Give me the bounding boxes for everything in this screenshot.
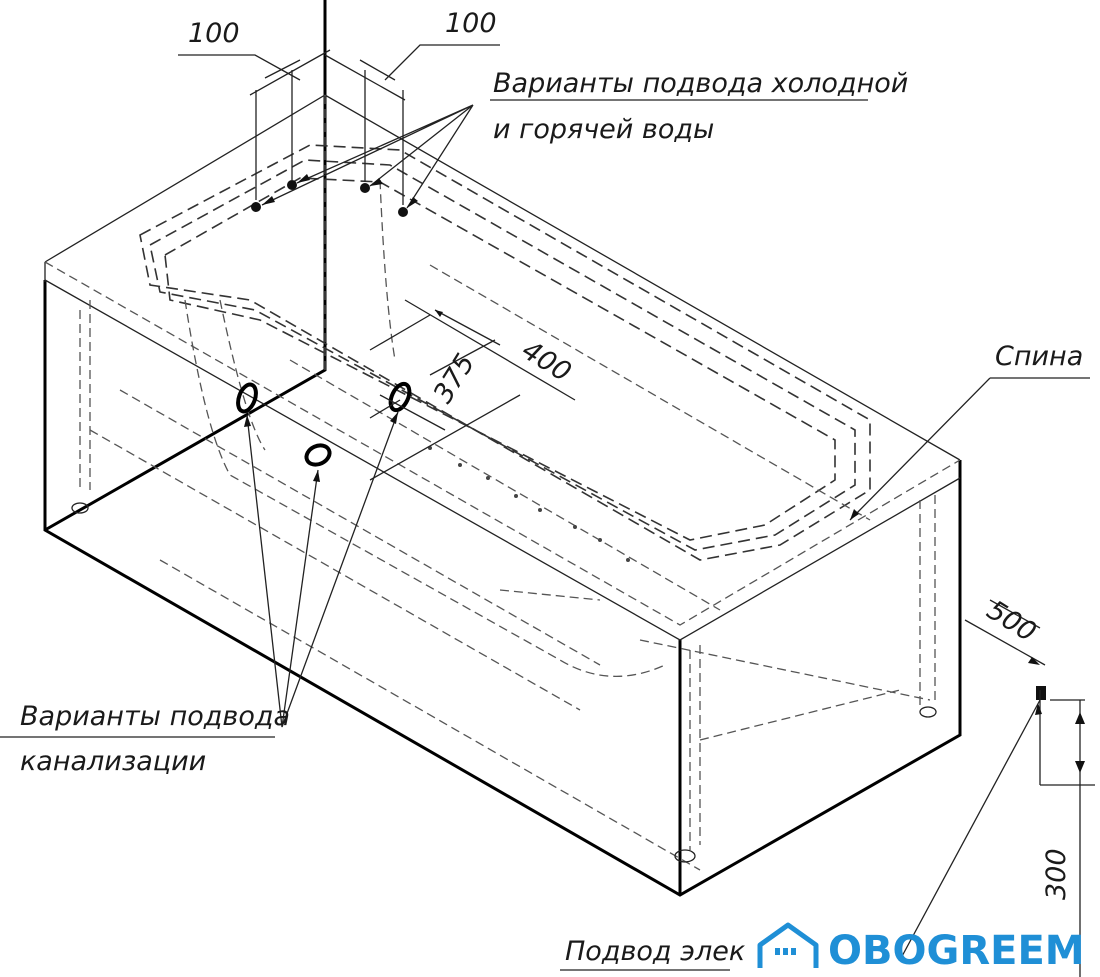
drain-label-line2: канализации [20, 746, 206, 777]
house-icon [757, 922, 819, 968]
dimension-top-right: 100 [384, 8, 500, 81]
back-leader [849, 377, 1090, 521]
power-supply-label: Подвод элек [565, 936, 746, 967]
drain-leaders [0, 411, 399, 738]
power-supply [560, 599, 1095, 977]
drain-label-line1: Варианты подвода [20, 701, 290, 732]
dim-right-spacing: 100 [445, 8, 497, 39]
jet-holes [428, 446, 630, 562]
water-supply-points [249, 49, 408, 217]
dim-power-offset: 500 [981, 595, 1041, 649]
water-supply-leaders [261, 99, 868, 209]
water-supply-label-line2: и горячей воды [493, 114, 714, 145]
dimension-top-left: 100 [178, 18, 301, 81]
dim-drain-inner: 375 [428, 349, 482, 409]
brand-name: OBOGREEM [828, 928, 1085, 974]
tub-feet [71, 502, 937, 863]
tub-contour [79, 144, 936, 871]
dim-left-spacing: 100 [188, 18, 240, 49]
brand-logo: OBOGREEM [757, 922, 1085, 974]
dim-drain-outer: 400 [516, 335, 576, 389]
water-supply-label-line1: Варианты подвода холодной [493, 68, 908, 99]
dimension-drain [369, 299, 576, 481]
dim-power-height: 300 [1041, 848, 1072, 900]
back-label: Спина [995, 341, 1083, 372]
drain-holes [236, 381, 412, 467]
